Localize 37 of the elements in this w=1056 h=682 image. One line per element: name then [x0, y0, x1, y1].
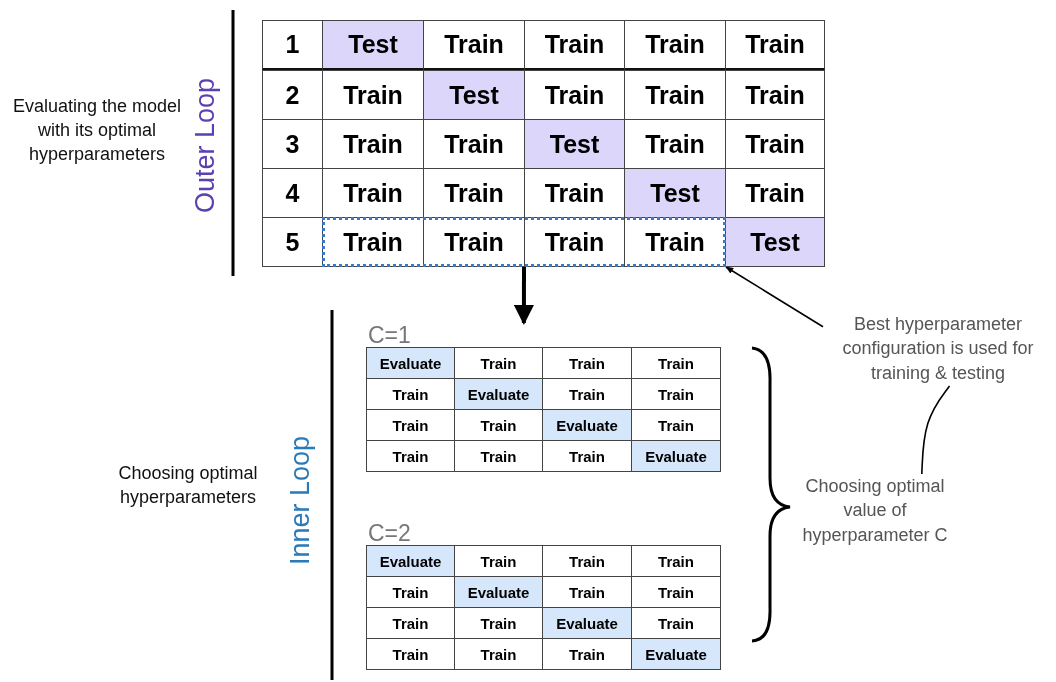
loop-title: Outer Loop: [189, 77, 221, 213]
train-fold-cell: Train: [631, 545, 721, 577]
annotation-text: Choosing optimal hyperparameters: [117, 462, 259, 509]
evaluate-fold-cell: Evaluate: [542, 607, 632, 639]
fold-number: 5: [262, 217, 323, 267]
train-fold-cell: Train: [366, 440, 455, 472]
test-fold-cell: Test: [322, 20, 424, 71]
train-fold-cell: Train: [423, 20, 525, 71]
evaluate-fold-cell: Evaluate: [366, 545, 455, 577]
connector-line: [921, 385, 951, 475]
test-fold-cell: Test: [725, 217, 825, 267]
evaluate-fold-cell: Evaluate: [454, 576, 543, 608]
test-fold-cell: Test: [524, 119, 625, 169]
train-fold-cell: Train: [524, 20, 625, 71]
evaluate-fold-cell: Evaluate: [631, 638, 721, 670]
train-fold-cell: Train: [366, 638, 455, 670]
arrow: [513, 267, 534, 325]
evaluate-fold-cell: Evaluate: [631, 440, 721, 472]
train-fold-cell: Train: [631, 347, 721, 379]
loop-title: Inner Loop: [284, 435, 316, 565]
annotation-text: Evaluating the model with its optimal hyperparameters: [12, 95, 182, 166]
table-heading: C=1: [368, 322, 411, 349]
test-fold-cell: Test: [423, 70, 525, 120]
train-fold-cell: Train: [624, 20, 726, 71]
evaluate-fold-cell: Evaluate: [454, 378, 543, 410]
evaluate-fold-cell: Evaluate: [366, 347, 455, 379]
fold-number: 1: [262, 20, 323, 71]
test-fold-cell: Test: [624, 168, 726, 218]
fold-number: 2: [262, 70, 323, 120]
annotation-text: Best hyperparameter configuration is used for training & testing: [841, 313, 1035, 385]
evaluate-fold-cell: Evaluate: [542, 409, 632, 441]
selection-outline: [322, 217, 726, 267]
annotation-text: Choosing optimal value of hyperparameter C: [801, 475, 949, 547]
train-fold-cell: Train: [725, 70, 825, 120]
table-heading: C=2: [368, 520, 411, 547]
train-fold-cell: Train: [725, 20, 825, 71]
arrow: [725, 266, 824, 328]
